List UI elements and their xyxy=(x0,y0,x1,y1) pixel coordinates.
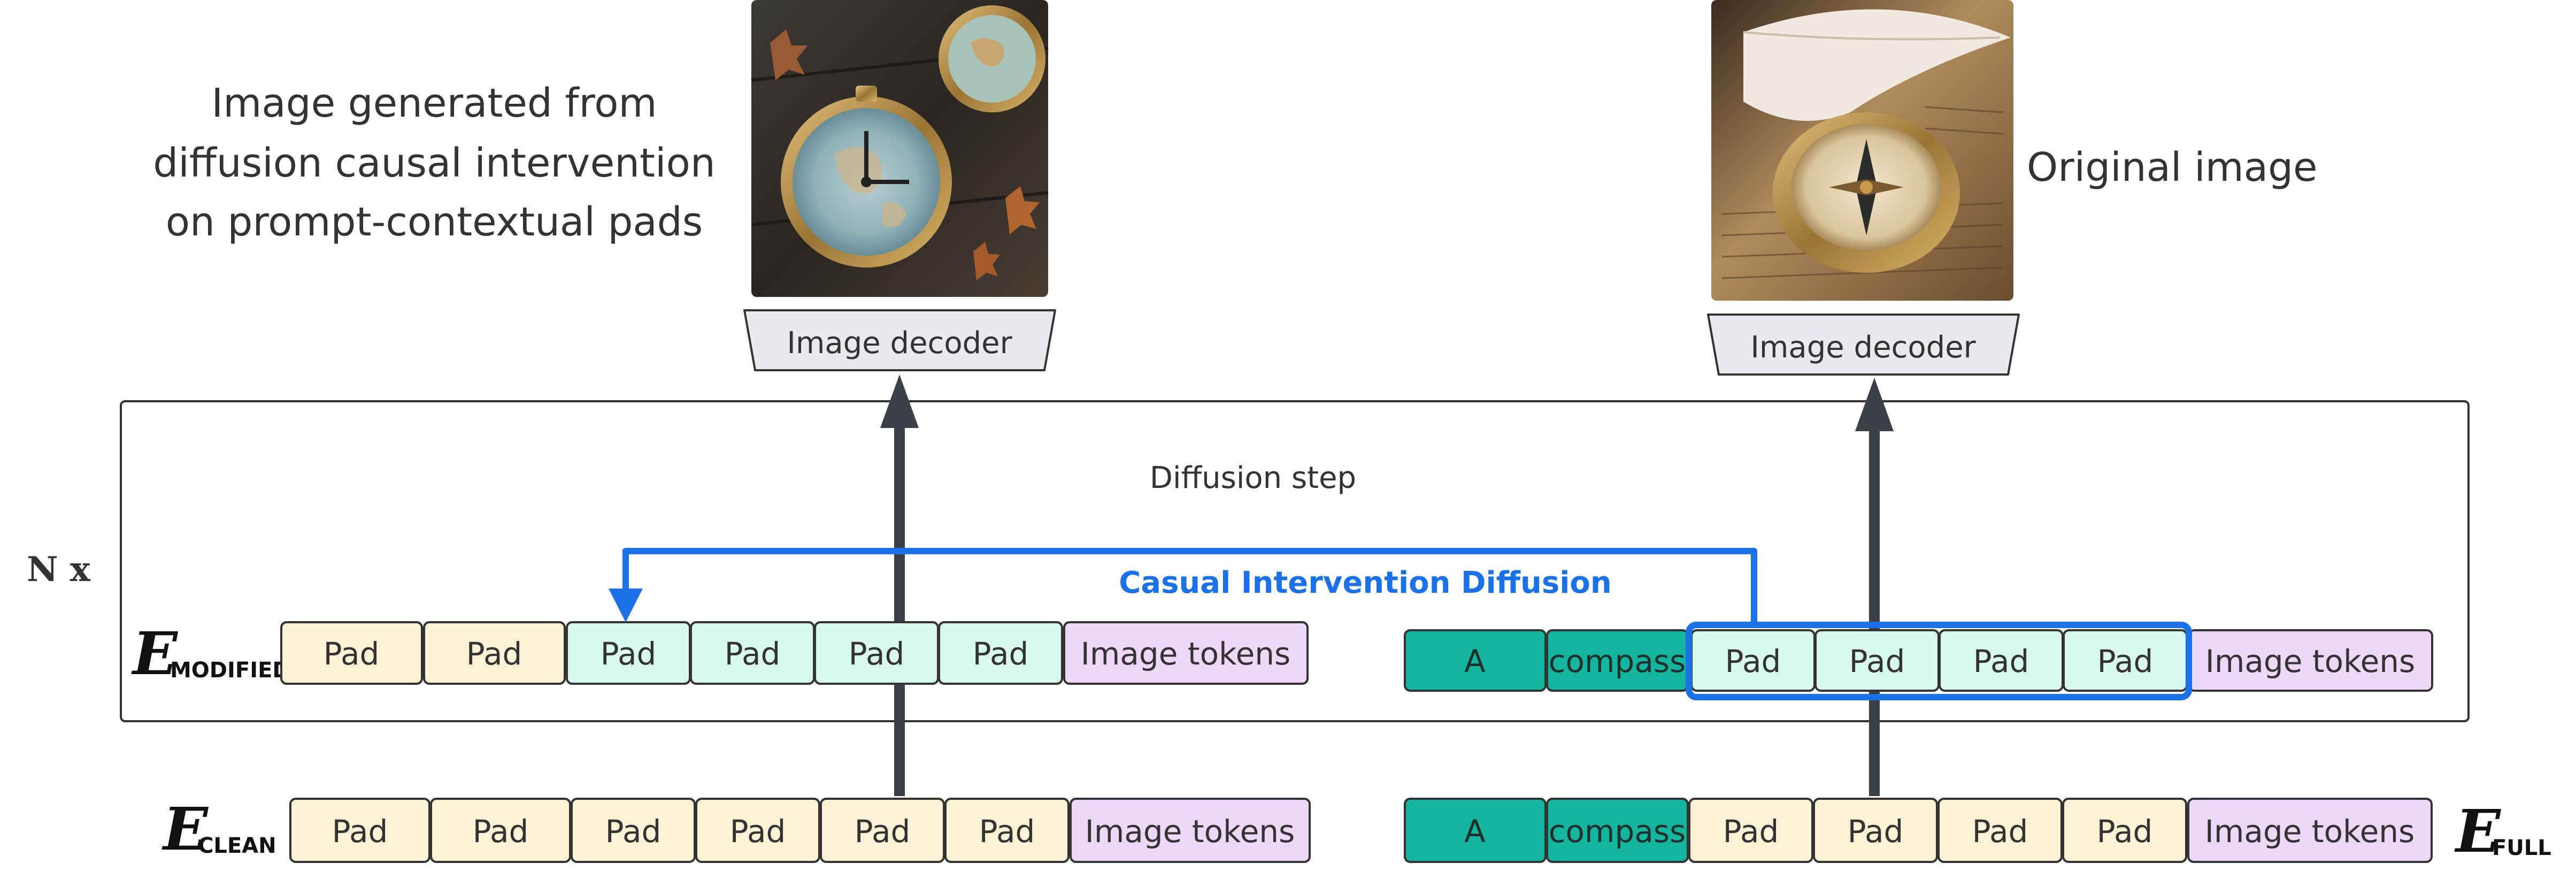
pocket-watch-image xyxy=(751,0,1049,297)
token-pad-context: Pad xyxy=(566,621,691,685)
token-word-a: A xyxy=(1404,798,1547,863)
diffusion-step-label: Diffusion step xyxy=(1150,461,1356,495)
svg-text:Image tokens: Image tokens xyxy=(1085,813,1295,850)
intervention-label: Casual Intervention Diffusion xyxy=(1119,566,1612,600)
token-pad-context: Pad xyxy=(690,621,815,685)
token-pad: Pad xyxy=(289,798,430,863)
e-modified-label: E MODIFIED xyxy=(131,619,290,688)
svg-text:Pad: Pad xyxy=(979,813,1035,850)
token-pad: Pad xyxy=(430,798,571,863)
e-full-main: E xyxy=(2454,797,2502,866)
svg-text:Pad: Pad xyxy=(324,636,380,672)
token-image-tokens: Image tokens xyxy=(2188,629,2433,692)
token-pad-context: Pad xyxy=(814,621,939,685)
token-pad-context: Pad xyxy=(2063,629,2188,692)
token-word-compass: compass xyxy=(1546,629,1689,692)
token-word-compass: compass xyxy=(1546,798,1689,863)
svg-text:A: A xyxy=(1464,643,1486,679)
left-caption-line-1: Image generated from xyxy=(211,80,657,126)
diffusion-step-frame xyxy=(120,400,2470,722)
token-pad: Pad xyxy=(695,798,820,863)
e-full-token-row: A compass Pad Pad Pad Pad Image tokens xyxy=(1404,798,2433,863)
token-pad-context: Pad xyxy=(938,621,1063,685)
left-caption-line-2: diffusion causal intervention xyxy=(153,140,716,186)
svg-text:Pad: Pad xyxy=(1848,813,1904,850)
intervention-highlight-box xyxy=(1686,622,2192,700)
svg-text:Pad: Pad xyxy=(973,636,1029,672)
token-pad: Pad xyxy=(1688,798,1813,863)
right-caption: Original image xyxy=(2027,144,2318,190)
svg-text:Pad: Pad xyxy=(605,813,662,850)
left-caption-line-3: on prompt-contextual pads xyxy=(166,199,703,245)
token-pad: Pad xyxy=(1937,798,2063,863)
e-modified-token-row: Pad Pad Pad Pad Pad Pad Image tokens xyxy=(280,621,1309,685)
right-decoder-label: Image decoder xyxy=(1750,330,1976,365)
svg-text:Pad: Pad xyxy=(855,813,911,850)
svg-text:Pad: Pad xyxy=(1972,813,2028,850)
token-image-tokens: Image tokens xyxy=(1063,621,1309,685)
svg-text:Pad: Pad xyxy=(1723,813,1779,850)
e-clean-label: E CLEAN xyxy=(162,794,276,864)
svg-text:Pad: Pad xyxy=(601,636,657,672)
left-vertical-arrow xyxy=(880,375,919,796)
compass-quill-image xyxy=(1711,0,2013,301)
e-clean-token-row: Pad Pad Pad Pad Pad Pad Image tokens xyxy=(289,798,1311,863)
e-modified-main: E xyxy=(131,619,179,688)
token-pad-context: Pad xyxy=(1939,629,2064,692)
left-image-decoder: Image decoder xyxy=(743,309,1056,371)
token-pad: Pad xyxy=(944,798,1070,863)
e-modified-sub: MODIFIED xyxy=(170,658,290,683)
token-pad: Pad xyxy=(280,621,423,685)
token-pad-context: Pad xyxy=(1814,629,1940,692)
inner-full-token-row: A compass Pad Pad Pad Pad Image tokens xyxy=(1404,629,2433,692)
e-clean-main: E xyxy=(162,794,209,864)
svg-text:Image tokens: Image tokens xyxy=(2205,643,2416,679)
svg-text:Pad: Pad xyxy=(473,813,529,850)
token-pad: Pad xyxy=(2062,798,2187,863)
svg-text:Pad: Pad xyxy=(2097,643,2154,679)
right-image-decoder: Image decoder xyxy=(1707,314,2020,376)
svg-text:Pad: Pad xyxy=(1973,643,2029,679)
svg-text:A: A xyxy=(1464,813,1486,850)
left-caption: Image generated from diffusion causal in… xyxy=(153,80,716,245)
svg-text:compass: compass xyxy=(1549,643,1686,679)
svg-text:Image tokens: Image tokens xyxy=(1081,636,1291,672)
svg-text:Pad: Pad xyxy=(1725,643,1781,679)
svg-text:Pad: Pad xyxy=(849,636,905,672)
e-full-sub: FULL xyxy=(2492,836,2551,860)
svg-text:Pad: Pad xyxy=(332,813,388,850)
e-clean-sub: CLEAN xyxy=(198,834,276,858)
svg-text:Pad: Pad xyxy=(1849,643,1905,679)
svg-text:Pad: Pad xyxy=(725,636,781,672)
svg-text:Pad: Pad xyxy=(2097,813,2153,850)
token-pad: Pad xyxy=(571,798,696,863)
repeat-label: N x xyxy=(27,549,91,590)
svg-text:Pad: Pad xyxy=(466,636,522,672)
svg-text:Image tokens: Image tokens xyxy=(2205,813,2415,850)
token-pad: Pad xyxy=(820,798,945,863)
svg-text:compass: compass xyxy=(1549,813,1686,850)
svg-text:Pad: Pad xyxy=(730,813,786,850)
token-pad-context: Pad xyxy=(1690,629,1816,692)
left-decoder-label: Image decoder xyxy=(787,326,1012,361)
token-image-tokens: Image tokens xyxy=(2187,798,2433,863)
right-vertical-arrow xyxy=(1855,378,1894,796)
token-image-tokens: Image tokens xyxy=(1070,798,1311,863)
token-pad: Pad xyxy=(423,621,566,685)
token-pad: Pad xyxy=(1813,798,1938,863)
token-word-a: A xyxy=(1404,629,1547,692)
intervention-arrow xyxy=(609,548,1757,625)
e-full-label: E FULL xyxy=(2454,797,2551,866)
